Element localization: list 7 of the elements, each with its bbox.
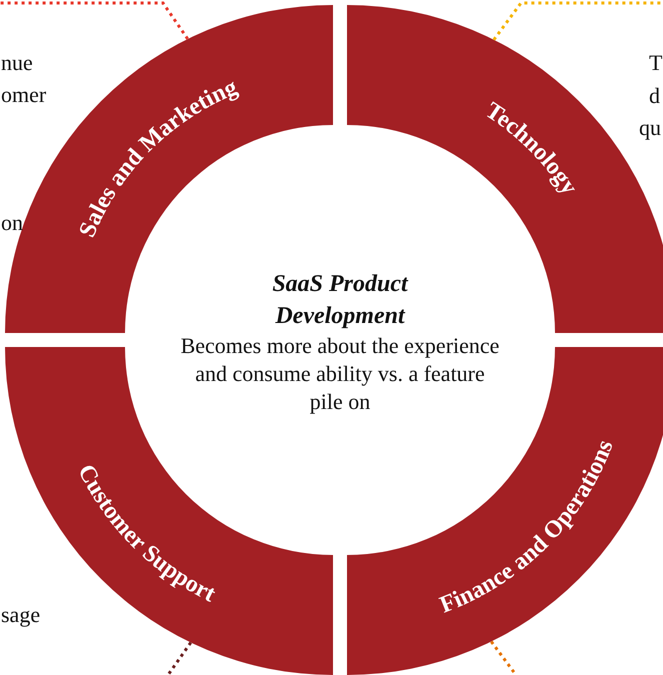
dotted-leader-line: [0, 2, 189, 40]
dotted-leader-line: [492, 2, 663, 41]
text-fragment: d: [649, 85, 660, 107]
text-fragment: T: [649, 52, 662, 74]
dotted-leader-line: [490, 640, 518, 675]
dotted-leader-line: [166, 642, 192, 675]
text-fragment: qu: [639, 117, 661, 139]
